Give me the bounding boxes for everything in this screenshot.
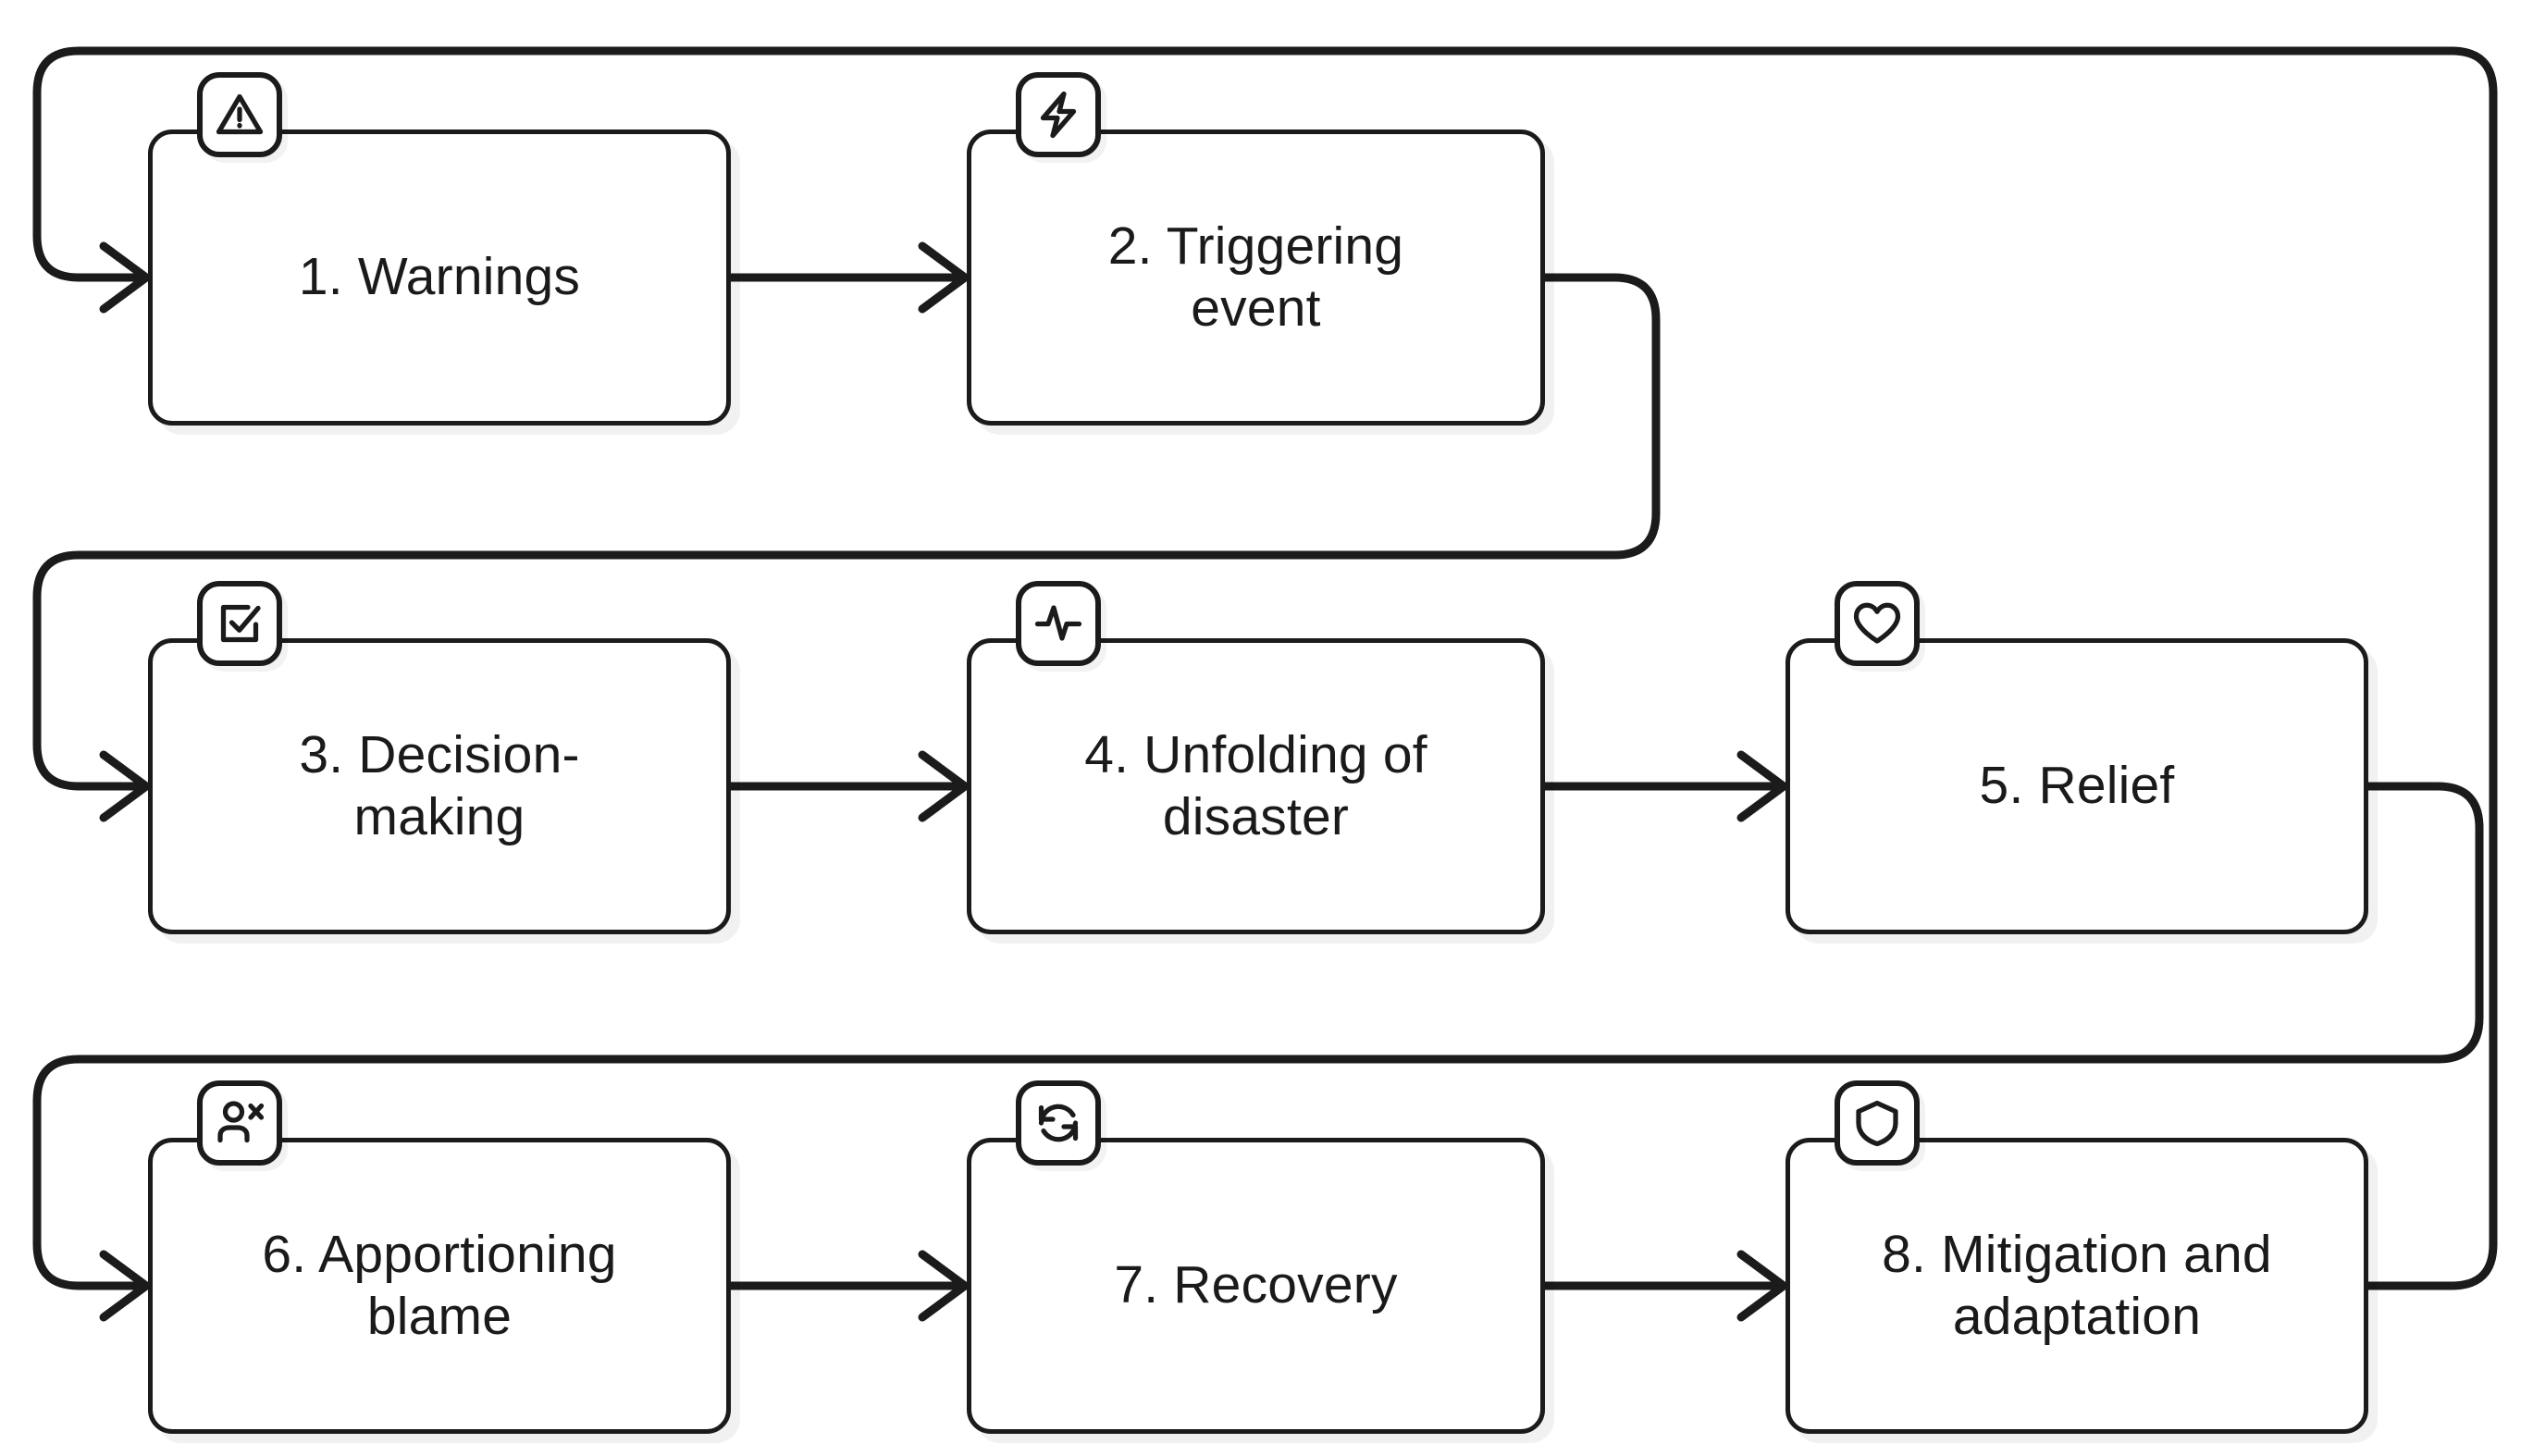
arrowhead-into-node-1 [104,246,146,309]
node-recovery[interactable]: 7. Recovery [967,1138,1545,1434]
activity-pulse-icon [1016,581,1101,666]
node-warnings[interactable]: 1. Warnings [148,130,731,426]
check-square-icon [197,581,282,666]
node-label: 3. Decision- making [299,724,580,846]
node-relief[interactable]: 5. Relief [1785,638,2368,934]
arrowhead-into-node-8 [1741,1254,1784,1317]
zap-icon [1016,72,1101,157]
user-x-icon [197,1080,282,1166]
node-label: 8. Mitigation and adaptation [1882,1224,2272,1346]
refresh-cycle-icon [1016,1080,1101,1166]
node-label: 7. Recovery [1114,1255,1398,1315]
shield-icon [1835,1080,1920,1166]
node-label: 5. Relief [1979,756,2175,816]
arrowhead-into-node-7 [922,1254,965,1317]
node-label: 2. Triggering event [1107,216,1404,338]
heart-icon [1835,581,1920,666]
node-unfolding-of-disaster[interactable]: 4. Unfolding of disaster [967,638,1545,934]
node-decision-making[interactable]: 3. Decision- making [148,638,731,934]
node-apportioning-blame[interactable]: 6. Apportioning blame [148,1138,731,1434]
arrowhead-into-node-2 [922,246,965,309]
arrowhead-into-node-3 [104,755,146,818]
node-label: 1. Warnings [298,247,581,307]
node-triggering-event[interactable]: 2. Triggering event [967,130,1545,426]
arrowhead-into-node-6 [104,1254,146,1317]
node-mitigation-and-adaptation[interactable]: 8. Mitigation and adaptation [1785,1138,2368,1434]
node-label: 6. Apportioning blame [262,1224,617,1346]
arrowhead-into-node-5 [1741,755,1784,818]
node-label: 4. Unfolding of disaster [1084,724,1427,846]
arrowhead-into-node-4 [922,755,965,818]
alert-triangle-icon [197,72,282,157]
